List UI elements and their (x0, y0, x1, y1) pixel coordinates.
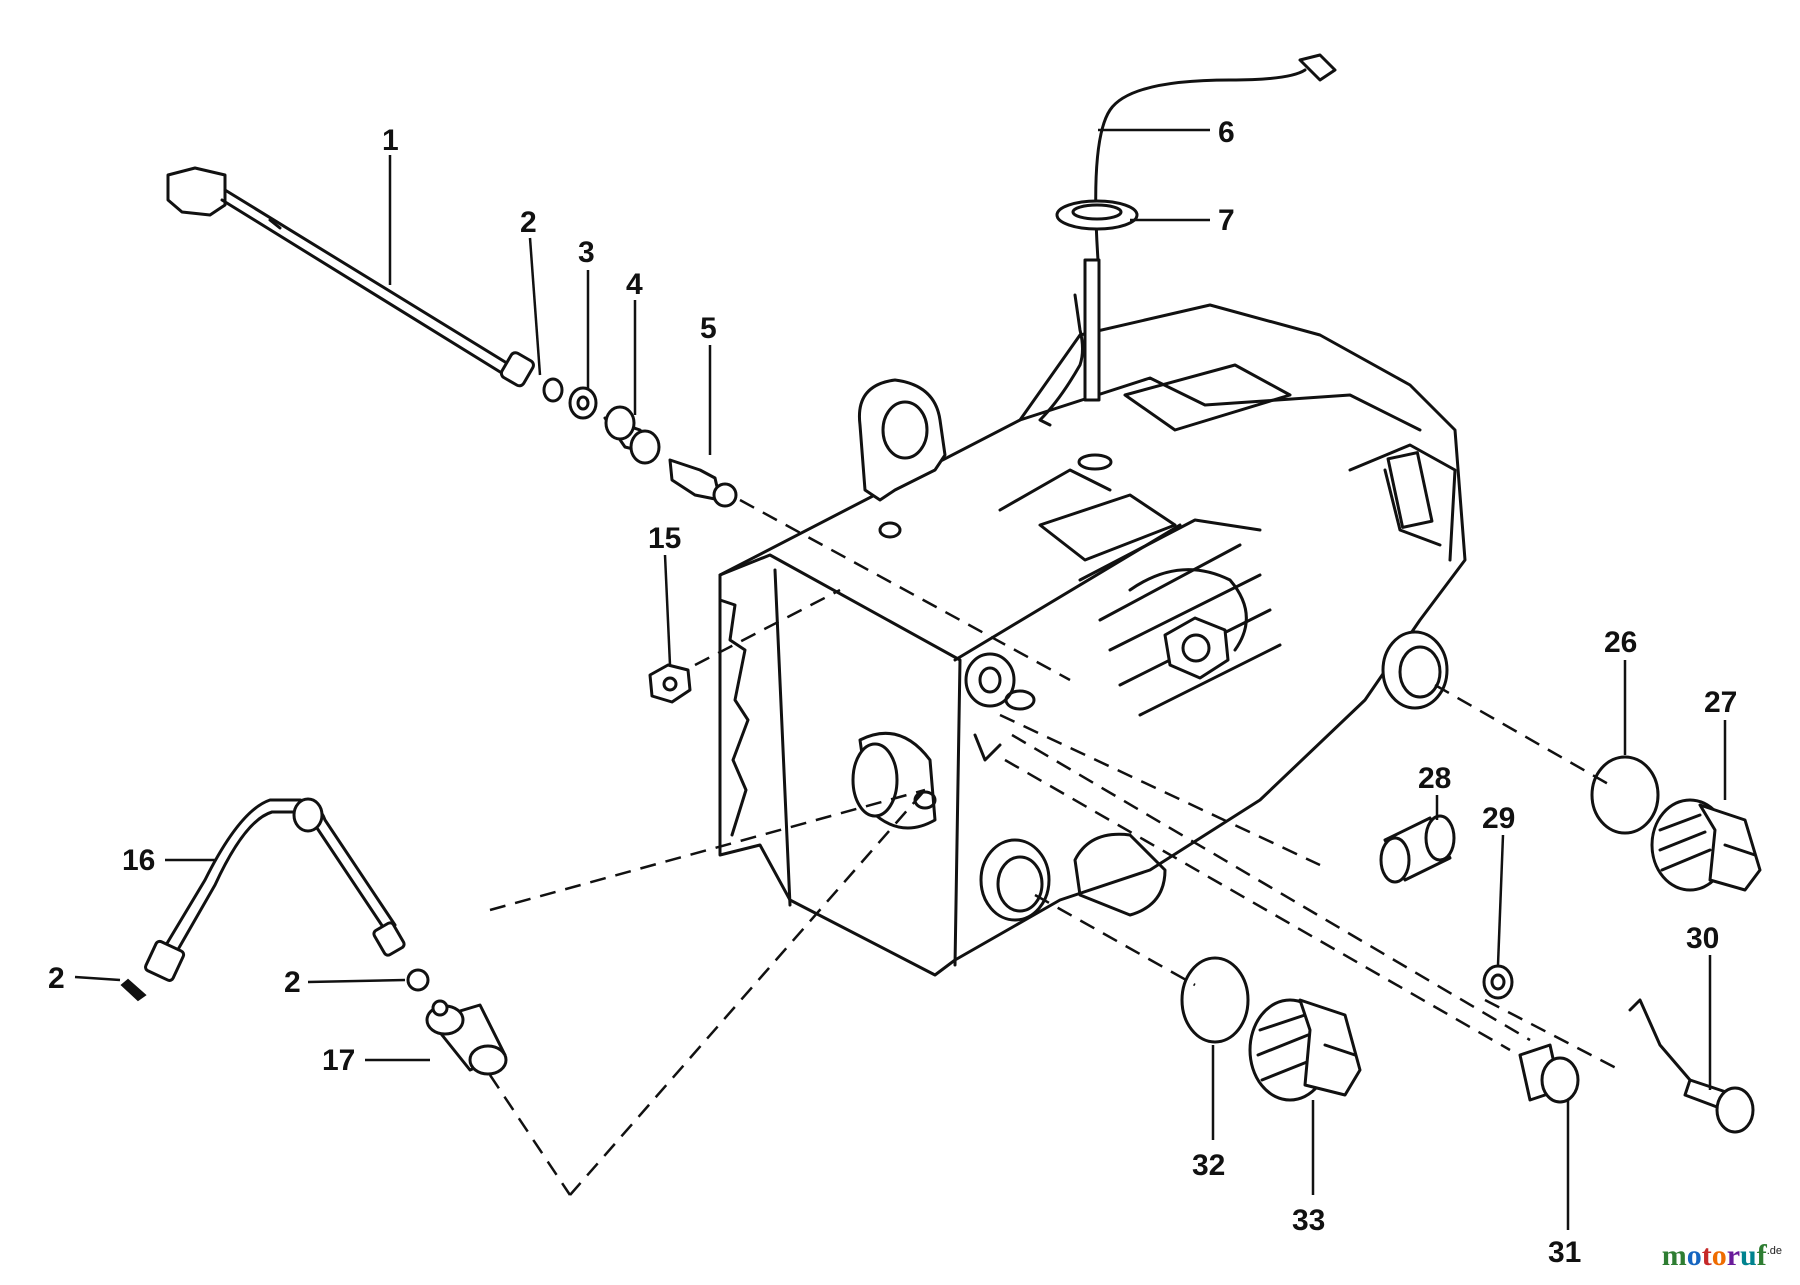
callout-30: 30 (1686, 922, 1719, 955)
callout-32: 32 (1192, 1149, 1225, 1182)
part-31-fitting (1518, 1043, 1580, 1104)
callout-2-left: 2 (48, 962, 65, 995)
callout-27: 27 (1704, 686, 1737, 719)
part-6-tube (1038, 53, 1337, 427)
part-4-sleeve (603, 405, 661, 465)
part-26-o-ring (1590, 755, 1660, 835)
callout-5: 5 (700, 312, 717, 345)
callout-7: 7 (1218, 204, 1235, 237)
watermark-letter: t (1701, 1239, 1712, 1272)
part-16-pipe (144, 797, 406, 982)
callout-28: 28 (1418, 762, 1451, 795)
watermark-letter: m (1661, 1239, 1687, 1272)
assembly-lines (488, 498, 1621, 1196)
part-2-spring-left (120, 978, 147, 1002)
callout-17: 17 (322, 1044, 355, 1077)
watermark-letter: u (1740, 1239, 1757, 1272)
watermark-letter: f (1756, 1239, 1767, 1272)
callout-33: 33 (1292, 1204, 1325, 1237)
part-32-o-ring (1180, 956, 1250, 1044)
crankcase-housing (718, 303, 1467, 977)
callout-2: 2 (520, 206, 537, 239)
callout-1: 1 (382, 124, 399, 157)
part-30-bolt (1628, 998, 1755, 1134)
part-5-fitting (668, 458, 738, 508)
part-17-filter (425, 999, 508, 1076)
callout-3: 3 (578, 236, 595, 269)
part-28-sleeve (1379, 814, 1456, 884)
watermark-letter: r (1726, 1239, 1741, 1272)
part-2-ring-lower (406, 968, 430, 992)
callout-15: 15 (648, 522, 681, 555)
callout-6: 6 (1218, 116, 1235, 149)
motoruf-watermark-logo: motoruf.de (1662, 1239, 1782, 1273)
part-15-nut (648, 663, 692, 704)
callout-labels: 1 2 3 4 5 6 7 15 16 2 2 17 26 27 28 29 3… (48, 116, 1737, 1269)
callout-29: 29 (1482, 802, 1515, 835)
watermark-letter: o (1711, 1239, 1727, 1272)
part-29-ring (1482, 964, 1514, 1000)
part-33-plug (1248, 998, 1362, 1102)
part-1-oil-pipe (166, 166, 535, 388)
callout-2-lower: 2 (284, 966, 301, 999)
callout-31: 31 (1548, 1236, 1581, 1269)
part-27-plug (1650, 798, 1762, 892)
part-7-grommet (1055, 199, 1139, 231)
leader-lines (74, 128, 1727, 1230)
callout-26: 26 (1604, 626, 1637, 659)
callout-4: 4 (626, 268, 643, 301)
watermark-suffix: .de (1766, 1245, 1782, 1257)
callout-16: 16 (122, 844, 155, 877)
watermark-letter: o (1686, 1239, 1702, 1272)
part-2-ring (542, 377, 564, 403)
part-3-washer (568, 386, 598, 420)
